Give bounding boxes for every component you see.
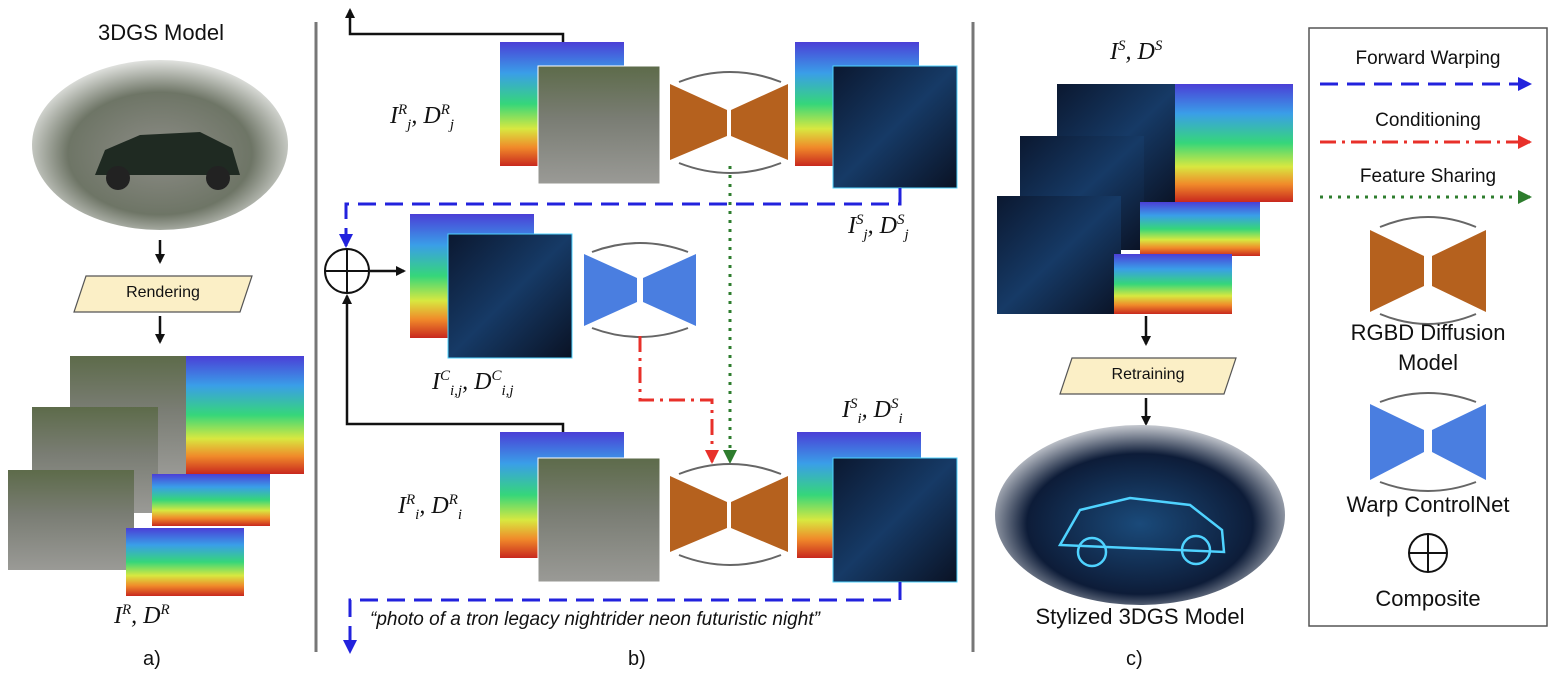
legend-composite: Composite	[1375, 586, 1481, 611]
legend-composite-icon	[1408, 533, 1448, 573]
legend-diffusion-line2: Model	[1398, 350, 1458, 375]
symbol-sub: i	[898, 410, 903, 427]
panel-c-input-label: IS, DS	[1110, 38, 1163, 65]
symbol-img: I	[848, 213, 856, 239]
symbol-sub: i,j	[450, 382, 463, 399]
symbol-depth: D	[474, 369, 492, 395]
symbol-sub: j	[449, 116, 455, 133]
legend-diffusion-icon	[1370, 216, 1486, 325]
symbol-depth: D	[423, 103, 441, 129]
retraining-label: Retraining	[1111, 366, 1185, 383]
rendering-label: Rendering	[126, 284, 200, 301]
panel-a-output-label: IR, DR	[114, 602, 170, 629]
panel-c-tag: c)	[1126, 648, 1143, 670]
symbol-sub: j	[407, 116, 412, 133]
legend-diffusion-line1: RGBD Diffusion	[1350, 320, 1506, 345]
symbol-sup: C	[491, 368, 502, 384]
symbol-sub: i,j	[501, 382, 514, 399]
legend-feature-sharing: Feature Sharing	[1359, 166, 1497, 187]
symbol-img: I	[432, 369, 440, 395]
symbol-img: I	[114, 603, 122, 629]
forward-warp-bottom	[343, 582, 902, 654]
view-i-input-label: IRi, DRi	[398, 492, 463, 523]
panel-b-tag: b)	[628, 648, 646, 670]
stylized-stack-c	[997, 84, 1293, 314]
loop-arrow-bottom	[342, 294, 565, 432]
panel-a-tag: a)	[143, 648, 161, 670]
view-j-stylized-label: ISj, DSj	[848, 212, 909, 243]
symbol-depth: D	[143, 603, 161, 629]
symbol-img-sup: R	[122, 602, 132, 618]
view-j-input-stack	[500, 42, 661, 185]
retraining-box	[1059, 357, 1237, 395]
symbol-sup: S	[856, 212, 864, 228]
legend-box	[1308, 27, 1548, 627]
view-i-input-stack	[500, 432, 661, 583]
symbol-sub: j	[863, 226, 868, 243]
symbol-sup: S	[850, 396, 858, 412]
symbol-depth: D	[873, 397, 892, 423]
symbol-img: I	[398, 493, 406, 519]
legend-controlnet-icon	[1370, 392, 1486, 492]
symbol-sup: S	[1118, 38, 1126, 54]
symbol-sup: R	[448, 492, 458, 508]
symbol-sup: R	[440, 102, 450, 118]
stylized-3dgs-blob	[995, 425, 1285, 605]
panel-a-title: 3DGS Model	[98, 20, 224, 45]
view-i-stylized-stack	[797, 432, 958, 583]
car-icon	[95, 132, 240, 190]
symbol-sub: i	[415, 506, 420, 523]
symbol-img: I	[1110, 39, 1118, 65]
rgbd-diffusion-model-top	[670, 71, 788, 174]
symbol-sub: i	[857, 410, 862, 427]
symbol-sup: S	[1154, 38, 1163, 54]
symbol-sup: C	[440, 368, 451, 384]
legend-forward-warping: Forward Warping	[1355, 48, 1501, 69]
conditioning-arrow	[638, 336, 719, 464]
symbol-sup: S	[891, 396, 899, 412]
forward-warp-top	[339, 188, 902, 248]
warp-controlnet-mid	[584, 242, 696, 338]
rendered-stack-a	[8, 356, 304, 596]
symbol-img: I	[390, 103, 398, 129]
symbol-img: I	[842, 397, 850, 423]
legend-conditioning: Conditioning	[1375, 110, 1481, 131]
view-i-stylized-label: ISi, DSi	[842, 396, 903, 427]
text-prompt: “photo of a tron legacy nightrider neon …	[370, 609, 820, 630]
legend-warp-controlnet: Warp ControlNet	[1346, 492, 1510, 517]
symbol-depth: D	[431, 493, 449, 519]
symbol-sup: R	[398, 102, 408, 118]
rendering-box	[73, 275, 253, 313]
rgbd-diffusion-model-bottom	[670, 463, 788, 566]
symbol-depth: D	[879, 213, 898, 239]
symbol-sub: j	[904, 226, 909, 243]
composite-symbol	[324, 248, 370, 294]
symbol-sup: S	[897, 212, 905, 228]
composite-stack	[410, 214, 573, 359]
panel-c-title: Stylized 3DGS Model	[1035, 604, 1245, 629]
loop-arrow-top	[345, 8, 565, 42]
symbol-sup: R	[406, 492, 416, 508]
symbol-depth: D	[1137, 39, 1155, 65]
composite-result-label: ICi,j, DCi,j	[432, 368, 514, 399]
symbol-depth-sup: R	[160, 602, 170, 618]
symbol-sub: i	[457, 506, 463, 523]
view-j-stylized-stack	[795, 42, 958, 189]
view-j-input-label: IRj, DRj	[390, 102, 455, 133]
neon-car-icon	[1057, 496, 1226, 568]
